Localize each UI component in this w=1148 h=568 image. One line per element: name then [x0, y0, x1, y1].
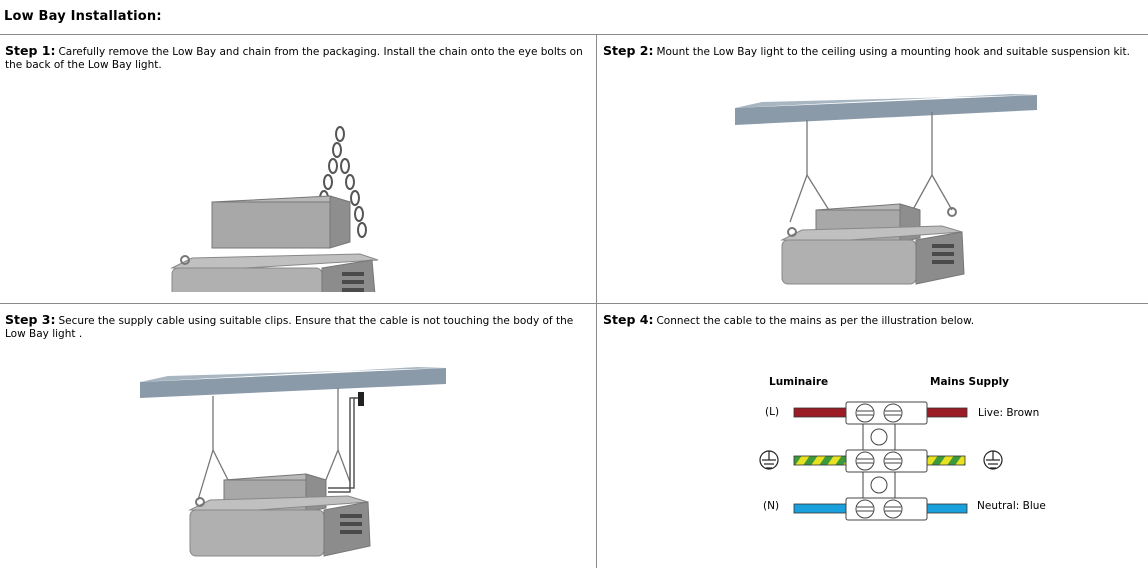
mains-supply-heading: Mains Supply — [930, 376, 1010, 388]
step-1-description: Carefully remove the Low Bay and chain f… — [5, 46, 583, 71]
step-1-panel: Step 1:Carefully remove the Low Bay and … — [0, 35, 596, 303]
step-4-label: Step 4: — [603, 312, 654, 327]
neutral-wire-mains — [926, 503, 968, 514]
step-4-text: Step 4:Connect the cable to the mains as… — [603, 313, 1143, 328]
supply-cable — [328, 397, 360, 493]
step-2-description: Mount the Low Bay light to the ceiling u… — [656, 46, 1130, 58]
earth-wire-mains — [926, 455, 966, 466]
heatsink-fins — [342, 272, 364, 292]
page-title: Low Bay Installation: — [4, 9, 162, 24]
cable-clip — [358, 392, 364, 406]
step-2-text: Step 2:Mount the Low Bay light to the ce… — [603, 44, 1143, 59]
live-wire-luminaire — [793, 407, 847, 418]
wiring-diagram — [759, 401, 1003, 521]
neutral-left-label: (N) — [763, 500, 780, 512]
step-1-text: Step 1:Carefully remove the Low Bay and … — [5, 44, 585, 72]
middle-divider — [0, 303, 1148, 304]
step-4-panel: Step 4:Connect the cable to the mains as… — [597, 304, 1148, 568]
step-4-description: Connect the cable to the mains as per th… — [656, 315, 975, 327]
step-3-panel: Step 3:Secure the supply cable using sui… — [0, 304, 596, 568]
step-2-label: Step 2: — [603, 43, 654, 58]
live-right-label: Live: Brown — [978, 407, 1040, 419]
step-3-label: Step 3: — [5, 312, 56, 327]
step-1-label: Step 1: — [5, 43, 56, 58]
step-3-text: Step 3:Secure the supply cable using sui… — [5, 313, 585, 341]
earth-ground-icon — [983, 450, 1003, 470]
luminaire-heading: Luminaire — [769, 376, 829, 388]
neutral-right-label: Neutral: Blue — [977, 500, 1046, 512]
earth-ground-icon — [759, 450, 779, 470]
step-3-illustration — [140, 367, 446, 557]
live-left-label: (L) — [765, 406, 780, 418]
step-2-illustration — [735, 94, 1037, 285]
terminal-screws — [855, 403, 903, 519]
step-3-description: Secure the supply cable using suitable c… — [5, 315, 574, 340]
step-1-illustration — [170, 126, 379, 292]
live-wire-mains — [926, 407, 968, 418]
neutral-wire-luminaire — [793, 503, 847, 514]
top-divider — [0, 34, 1148, 35]
step-2-panel: Step 2:Mount the Low Bay light to the ce… — [597, 35, 1148, 303]
earth-wire-luminaire — [793, 455, 847, 466]
vertical-divider — [596, 35, 597, 568]
